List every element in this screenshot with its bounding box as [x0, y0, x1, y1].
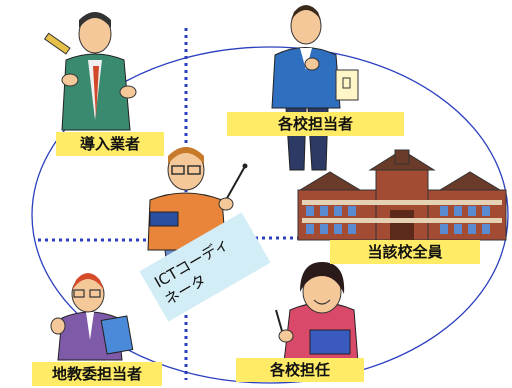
- teacher-woman-with-pen-icon: [275, 262, 359, 363]
- school-staff-label: 各校担当者: [227, 112, 404, 136]
- school-staff-man-with-document-icon: [271, 5, 359, 171]
- school-building-icon: [297, 149, 507, 241]
- board-staff-man-with-folder-icon: [50, 273, 134, 361]
- all-school-label: 当該校全員: [330, 240, 480, 264]
- support-ring: [31, 46, 509, 384]
- board-staff-label: 地教委担当者: [32, 362, 162, 386]
- vendor-man-with-ruler-icon: [43, 12, 137, 131]
- homeroom-teacher-label: 各校担任: [236, 358, 364, 382]
- vendor-label: 導入業者: [56, 132, 164, 156]
